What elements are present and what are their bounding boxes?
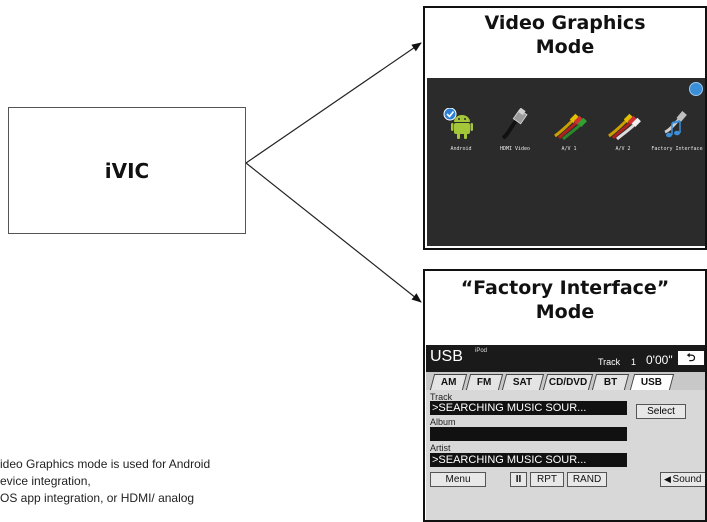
- source-tabs: AM FM SAT CD/DVD BT USB: [426, 372, 705, 390]
- app-factory-interface[interactable]: Factory Interface: [651, 108, 703, 152]
- elapsed-time: 0'00": [646, 353, 673, 367]
- app-android[interactable]: Android: [435, 107, 487, 152]
- tab-cd-dvd[interactable]: CD/DVD: [542, 374, 594, 390]
- hdmi-cable-icon: [497, 107, 533, 140]
- tab-sat[interactable]: SAT: [501, 374, 545, 390]
- factory-music-icon: [659, 108, 695, 140]
- random-button[interactable]: RAND: [567, 472, 607, 487]
- speaker-icon: ◀: [664, 474, 671, 484]
- back-icon[interactable]: ⮌: [678, 351, 704, 365]
- factory-interface-title-line2: Mode: [535, 300, 595, 323]
- factory-audio-screen: USB iPod Track 1 0'00" ⮌ AM FM SAT CD/DV…: [426, 345, 705, 520]
- track-value: >SEARCHING MUSIC SOUR...: [430, 401, 627, 415]
- track-number: 1: [631, 357, 637, 367]
- ivic-node: iVIC: [8, 107, 246, 234]
- sound-button[interactable]: ◀ Sound: [660, 472, 705, 487]
- album-field-label: Album: [430, 417, 456, 427]
- ivic-label: iVIC: [104, 158, 150, 183]
- arrow-to-video-graphics: [245, 42, 422, 164]
- video-graphics-title: Video Graphics Mode: [425, 12, 705, 60]
- tab-fm[interactable]: FM: [465, 374, 504, 390]
- tab-am[interactable]: AM: [429, 374, 468, 390]
- description-text: ideo Graphics mode is used for Android e…: [0, 456, 400, 507]
- video-graphics-title-line1: Video Graphics: [484, 12, 646, 34]
- factory-interface-panel: “Factory Interface” Mode USB iPod Track …: [423, 269, 707, 522]
- artist-value: >SEARCHING MUSIC SOUR...: [430, 453, 627, 467]
- grid-menu-icon[interactable]: [689, 82, 703, 96]
- app-hdmi-video[interactable]: HDMI Video: [489, 107, 541, 152]
- app-av-2[interactable]: A/V 2: [597, 108, 649, 152]
- menu-button[interactable]: Menu: [430, 472, 486, 487]
- video-graphics-panel: Video Graphics Mode Androi: [423, 6, 707, 250]
- sound-button-label: Sound: [672, 474, 702, 485]
- track-info-area: Track >SEARCHING MUSIC SOUR... Select Al…: [426, 390, 705, 520]
- track-label: Track: [598, 357, 621, 367]
- rca-cable-icon: [551, 108, 587, 141]
- video-graphics-title-line2: Mode: [535, 35, 595, 58]
- android-icon: [443, 107, 479, 140]
- audio-header-bar: USB iPod Track 1 0'00" ⮌: [426, 345, 705, 372]
- album-value: [430, 427, 627, 441]
- source-label: USB: [430, 348, 463, 365]
- app-label: A/V 2: [615, 146, 631, 152]
- sub-source-label: iPod: [475, 348, 488, 354]
- app-label: Factory Interface: [651, 146, 703, 152]
- video-graphics-screen: Android HDMI Video: [427, 78, 705, 246]
- app-label: HDMI Video: [499, 146, 531, 152]
- tab-bt[interactable]: BT: [591, 374, 630, 390]
- artist-field-label: Artist: [430, 443, 451, 453]
- description-line: ideo Graphics mode is used for Android: [0, 457, 211, 471]
- select-button[interactable]: Select: [636, 404, 686, 419]
- arrow-to-factory-interface: [245, 162, 422, 303]
- tab-usb[interactable]: USB: [629, 374, 675, 390]
- app-av-1[interactable]: A/V 1: [543, 108, 595, 152]
- app-label: Android: [450, 146, 472, 152]
- factory-interface-title-line1: “Factory Interface”: [460, 277, 670, 299]
- description-line: evice integration,: [0, 474, 91, 488]
- app-label: A/V 1: [561, 146, 577, 152]
- rca-cable-icon: [605, 108, 641, 141]
- track-field-label: Track: [430, 392, 453, 402]
- pause-button[interactable]: II: [510, 472, 527, 487]
- description-line: OS app integration, or HDMI/ analog: [0, 491, 195, 505]
- repeat-button[interactable]: RPT: [530, 472, 564, 487]
- factory-interface-title: “Factory Interface” Mode: [425, 277, 705, 325]
